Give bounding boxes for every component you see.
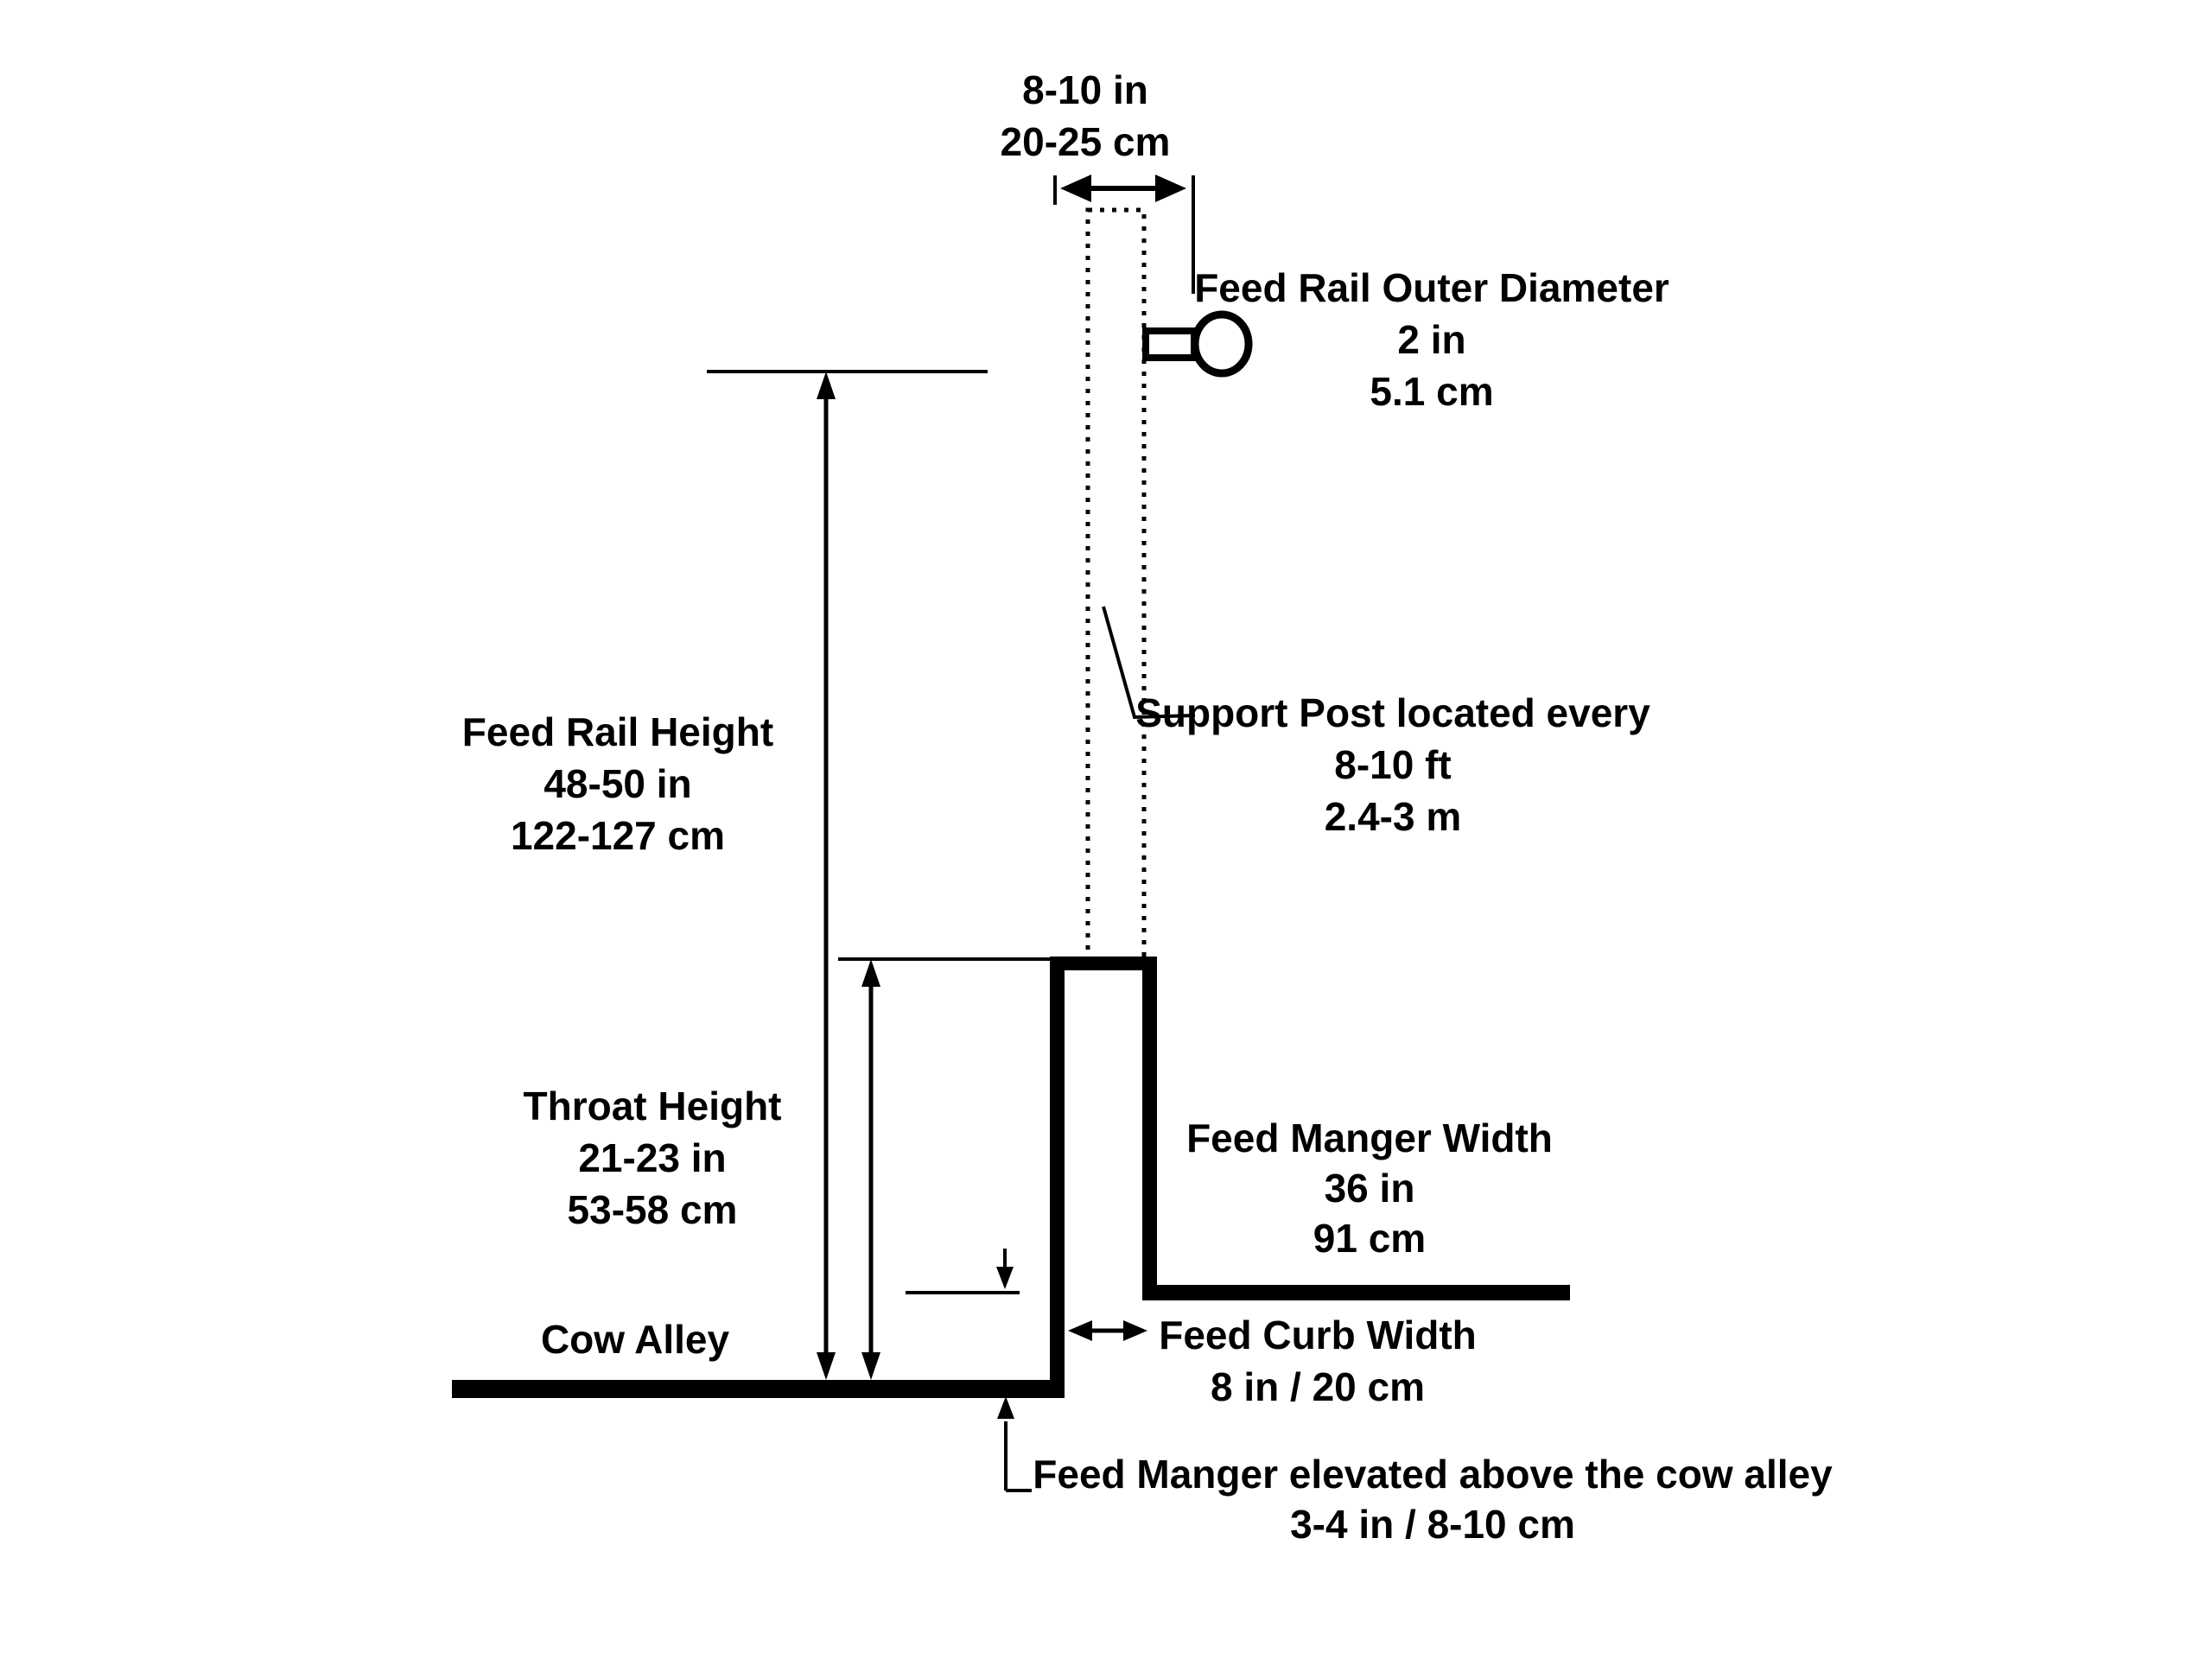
feed-rail-height-title: Feed Rail Height xyxy=(461,709,774,754)
feed-manger-width-title: Feed Manger Width xyxy=(1186,1116,1553,1160)
feed-curb-left-wall xyxy=(1050,957,1065,1398)
manger-elevation-down-arrow xyxy=(996,1249,1014,1289)
throat-height-dim-line xyxy=(861,959,880,1380)
manger-elevation-up-arrow xyxy=(997,1396,1032,1492)
feed-manger-floor xyxy=(1142,1285,1570,1300)
feed-rail-height-in: 48-50 in xyxy=(543,761,692,806)
support-post-ft: 8-10 ft xyxy=(1334,742,1452,787)
manger-elevation-title: Feed Manger elevated above the cow alley xyxy=(1033,1452,1833,1497)
feed-curb-width-label: Feed Curb Width 8 in / 20 cm xyxy=(1159,1309,1477,1413)
feed-curb-right-wall xyxy=(1142,957,1157,1300)
post-width-dim-arrow xyxy=(1060,175,1186,202)
throat-height-cm: 53-58 cm xyxy=(567,1187,738,1232)
post-width-label: 8-10 in 20-25 cm xyxy=(1001,64,1171,168)
cow-alley-floor xyxy=(452,1380,1065,1398)
feed-manger-width-in: 36 in xyxy=(1324,1166,1415,1211)
manger-elevation-val: 3-4 in / 8-10 cm xyxy=(1290,1502,1575,1547)
feed-curb-width-arrow xyxy=(1068,1320,1147,1341)
throat-height-label: Throat Height 21-23 in 53-58 cm xyxy=(524,1080,782,1236)
feed-rail-bracket xyxy=(1142,327,1198,361)
feed-rail-height-cm: 122-127 cm xyxy=(510,813,726,858)
support-post-m: 2.4-3 m xyxy=(1324,794,1462,839)
feed-rail-od-in: 2 in xyxy=(1397,317,1466,362)
feed-rail-od-label: Feed Rail Outer Diameter 2 in 5.1 cm xyxy=(1194,262,1669,417)
cow-alley-label: Cow Alley xyxy=(541,1313,729,1365)
feed-rail-circle xyxy=(1191,310,1253,378)
support-post-title: Support Post located every xyxy=(1135,690,1650,735)
feed-rail-od-title: Feed Rail Outer Diameter xyxy=(1194,265,1669,310)
feed-curb-width-val: 8 in / 20 cm xyxy=(1210,1364,1425,1409)
feed-curb-width-title: Feed Curb Width xyxy=(1159,1313,1477,1357)
manger-elevation-label: Feed Manger elevated above the cow alley… xyxy=(1033,1449,1832,1549)
post-width-label-in: 8-10 in xyxy=(1022,67,1148,112)
support-post-outline xyxy=(1085,207,1147,962)
cow-alley-text: Cow Alley xyxy=(540,1317,730,1362)
feed-rail-od-cm: 5.1 cm xyxy=(1370,369,1494,414)
throat-height-in: 21-23 in xyxy=(578,1135,727,1180)
feed-rail-height-label: Feed Rail Height 48-50 in 122-127 cm xyxy=(462,706,773,861)
support-post-leader-line xyxy=(1102,606,1196,720)
feed-manger-width-cm: 91 cm xyxy=(1313,1216,1427,1261)
feed-rail-height-dim-line xyxy=(817,372,836,1380)
feed-curb-top xyxy=(1050,957,1157,970)
support-post-label: Support Post located every 8-10 ft 2.4-3… xyxy=(1135,687,1650,842)
post-width-label-cm: 20-25 cm xyxy=(1000,119,1171,164)
feed-manger-width-label: Feed Manger Width 36 in 91 cm xyxy=(1186,1113,1553,1263)
throat-height-title: Throat Height xyxy=(523,1084,782,1128)
